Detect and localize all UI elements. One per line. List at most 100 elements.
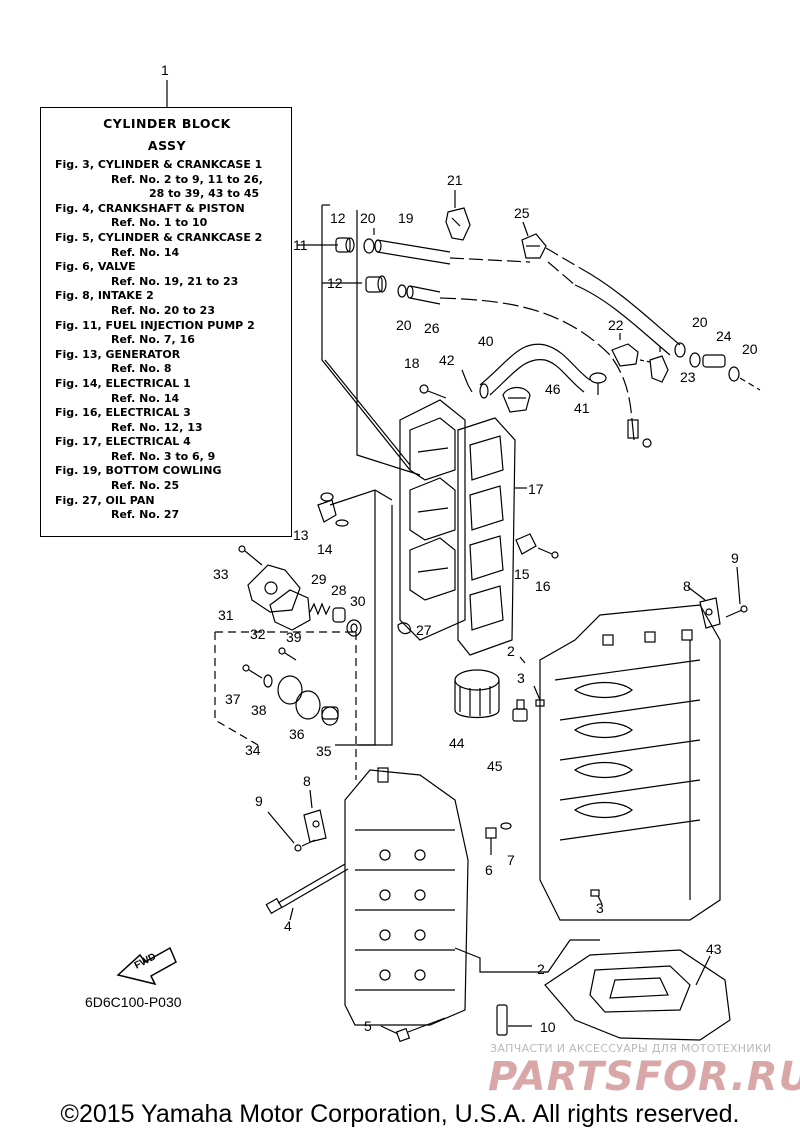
- callout-ref-28: 28: [331, 582, 347, 598]
- callout-ref-41: 41: [574, 400, 590, 416]
- callout-ref-11: 11: [293, 237, 308, 253]
- hose-19: [374, 239, 531, 265]
- callout-ref-15: 15: [514, 566, 530, 582]
- callout-ref-37: 37: [225, 691, 241, 707]
- callout-ref-44: 44: [449, 735, 465, 751]
- callout-ref-6: 6: [485, 862, 493, 878]
- bolt-16: [537, 547, 559, 559]
- joint-24: [702, 354, 726, 368]
- callout-ref-34: 34: [245, 742, 261, 758]
- bolt-39: [278, 647, 297, 661]
- legend-line: Fig. 5, CYLINDER & CRANKCASE 2: [55, 230, 263, 244]
- callout-ref-21: 21: [447, 172, 463, 188]
- callout-ref-38: 38: [251, 702, 267, 718]
- callout-ref-20: 20: [692, 314, 708, 330]
- callout-ref-19: 19: [398, 210, 414, 226]
- callout-ref-10: 10: [540, 1019, 556, 1035]
- legend-line: Ref. No. 8: [111, 362, 172, 376]
- valve-28: [332, 607, 346, 623]
- callout-ref-2: 2: [537, 961, 545, 977]
- legend-line: Ref. No. 14: [111, 391, 180, 405]
- clamp-46: [502, 386, 531, 413]
- legend-line: Fig. 6, VALVE: [55, 260, 136, 274]
- legend-line: Fig. 11, FUEL INJECTION PUMP 2: [55, 318, 255, 332]
- hose-40: [479, 343, 591, 399]
- callout-ref-29: 29: [311, 571, 327, 587]
- callout-ref-22: 22: [608, 317, 624, 333]
- cover-17: [457, 417, 516, 656]
- sensor-13: [317, 492, 337, 523]
- callout-ref-7: 7: [507, 852, 515, 868]
- callout-ref-3: 3: [517, 670, 525, 686]
- legend-line: Fig. 16, ELECTRICAL 3: [55, 406, 191, 420]
- legend-title-line1: CYLINDER BLOCK: [103, 116, 231, 131]
- anode-36: [277, 675, 321, 720]
- clip-23: [649, 346, 669, 383]
- bolt-37: [242, 664, 263, 679]
- legend-line: Ref. No. 2 to 9, 11 to 26,: [111, 172, 263, 186]
- bolt-33: [238, 545, 263, 566]
- bolt-18: [419, 384, 447, 399]
- callout-ref-12: 12: [327, 275, 343, 291]
- fitting-45: [512, 699, 528, 722]
- spring-29: [309, 602, 331, 616]
- callout-ref-12: 12: [330, 210, 346, 226]
- callout-ref-20: 20: [742, 341, 758, 357]
- legend-title-line2: ASSY: [147, 138, 187, 153]
- plate-8b: [303, 809, 327, 843]
- legend-line: Ref. No. 25: [111, 479, 180, 493]
- ring-38: [263, 674, 273, 688]
- watermark-logo: PARTSFOR.RU: [488, 1054, 800, 1100]
- legend-line: Fig. 27, OIL PAN: [55, 493, 155, 507]
- callout-ref-24: 24: [716, 328, 732, 344]
- watermark-subtitle: ЗАПЧАСТИ И АКСЕССУАРЫ ДЛЯ МОТОТЕХНИКИ: [490, 1042, 772, 1055]
- crankcase: [344, 767, 469, 1026]
- cylinder-head: [399, 399, 466, 641]
- callout-ref-13: 13: [293, 527, 309, 543]
- legend-line: Ref. No. 3 to 6, 9: [111, 449, 216, 463]
- gasket-43: [544, 949, 731, 1041]
- callout-ref-35: 35: [316, 743, 332, 759]
- legend-line: Fig. 14, ELECTRICAL 1: [55, 376, 191, 390]
- callout-ref-36: 36: [289, 726, 305, 742]
- copyright-notice: ©2015 Yamaha Motor Corporation, U.S.A. A…: [60, 1100, 740, 1128]
- callout-ref-18: 18: [404, 355, 420, 371]
- callout-ref-30: 30: [350, 593, 366, 609]
- callout-ref-39: 39: [286, 629, 302, 645]
- legend-line: Ref. No. 19, 21 to 23: [111, 274, 239, 288]
- callout-ref-9: 9: [731, 550, 739, 566]
- legend-line: Fig. 19, BOTTOM COWLING: [55, 464, 222, 478]
- seal-30: [346, 619, 362, 637]
- legend-line: Ref. No. 1 to 10: [111, 216, 208, 230]
- bolt-9a: [725, 605, 748, 618]
- legend-line: Fig. 3, CYLINDER & CRANKCASE 1: [55, 158, 263, 171]
- cover-31: [247, 564, 301, 613]
- fitting-12b: [365, 275, 387, 293]
- callout-ref-27: 27: [416, 622, 432, 638]
- legend-line: Fig. 13, GENERATOR: [55, 347, 181, 361]
- legend-line: Ref. No. 7, 16: [111, 333, 195, 347]
- callout-ref-4: 4: [284, 918, 292, 934]
- callout-ref-17: 17: [528, 481, 544, 497]
- callout-ref-43: 43: [706, 941, 722, 957]
- callout-ref-26: 26: [424, 320, 440, 336]
- callout-ref-40: 40: [478, 333, 494, 349]
- gasket-32: [269, 589, 311, 631]
- washer-7: [500, 822, 512, 830]
- callout-ref-14: 14: [317, 541, 333, 557]
- fitting-12a: [335, 237, 355, 253]
- callout-ref-1: 1: [161, 62, 169, 78]
- callout-ref-45: 45: [487, 758, 503, 774]
- callout-ref-31: 31: [218, 607, 234, 623]
- callout-ref-2: 2: [507, 643, 515, 659]
- dowel-10: [496, 1004, 508, 1036]
- legend-line: Ref. No. 27: [111, 508, 180, 522]
- legend-line: Ref. No. 14: [111, 245, 180, 259]
- fwd-arrow-icon: [116, 946, 177, 986]
- clip-27: [397, 622, 411, 635]
- bracket-15: [515, 533, 537, 555]
- callout-ref-20: 20: [396, 317, 412, 333]
